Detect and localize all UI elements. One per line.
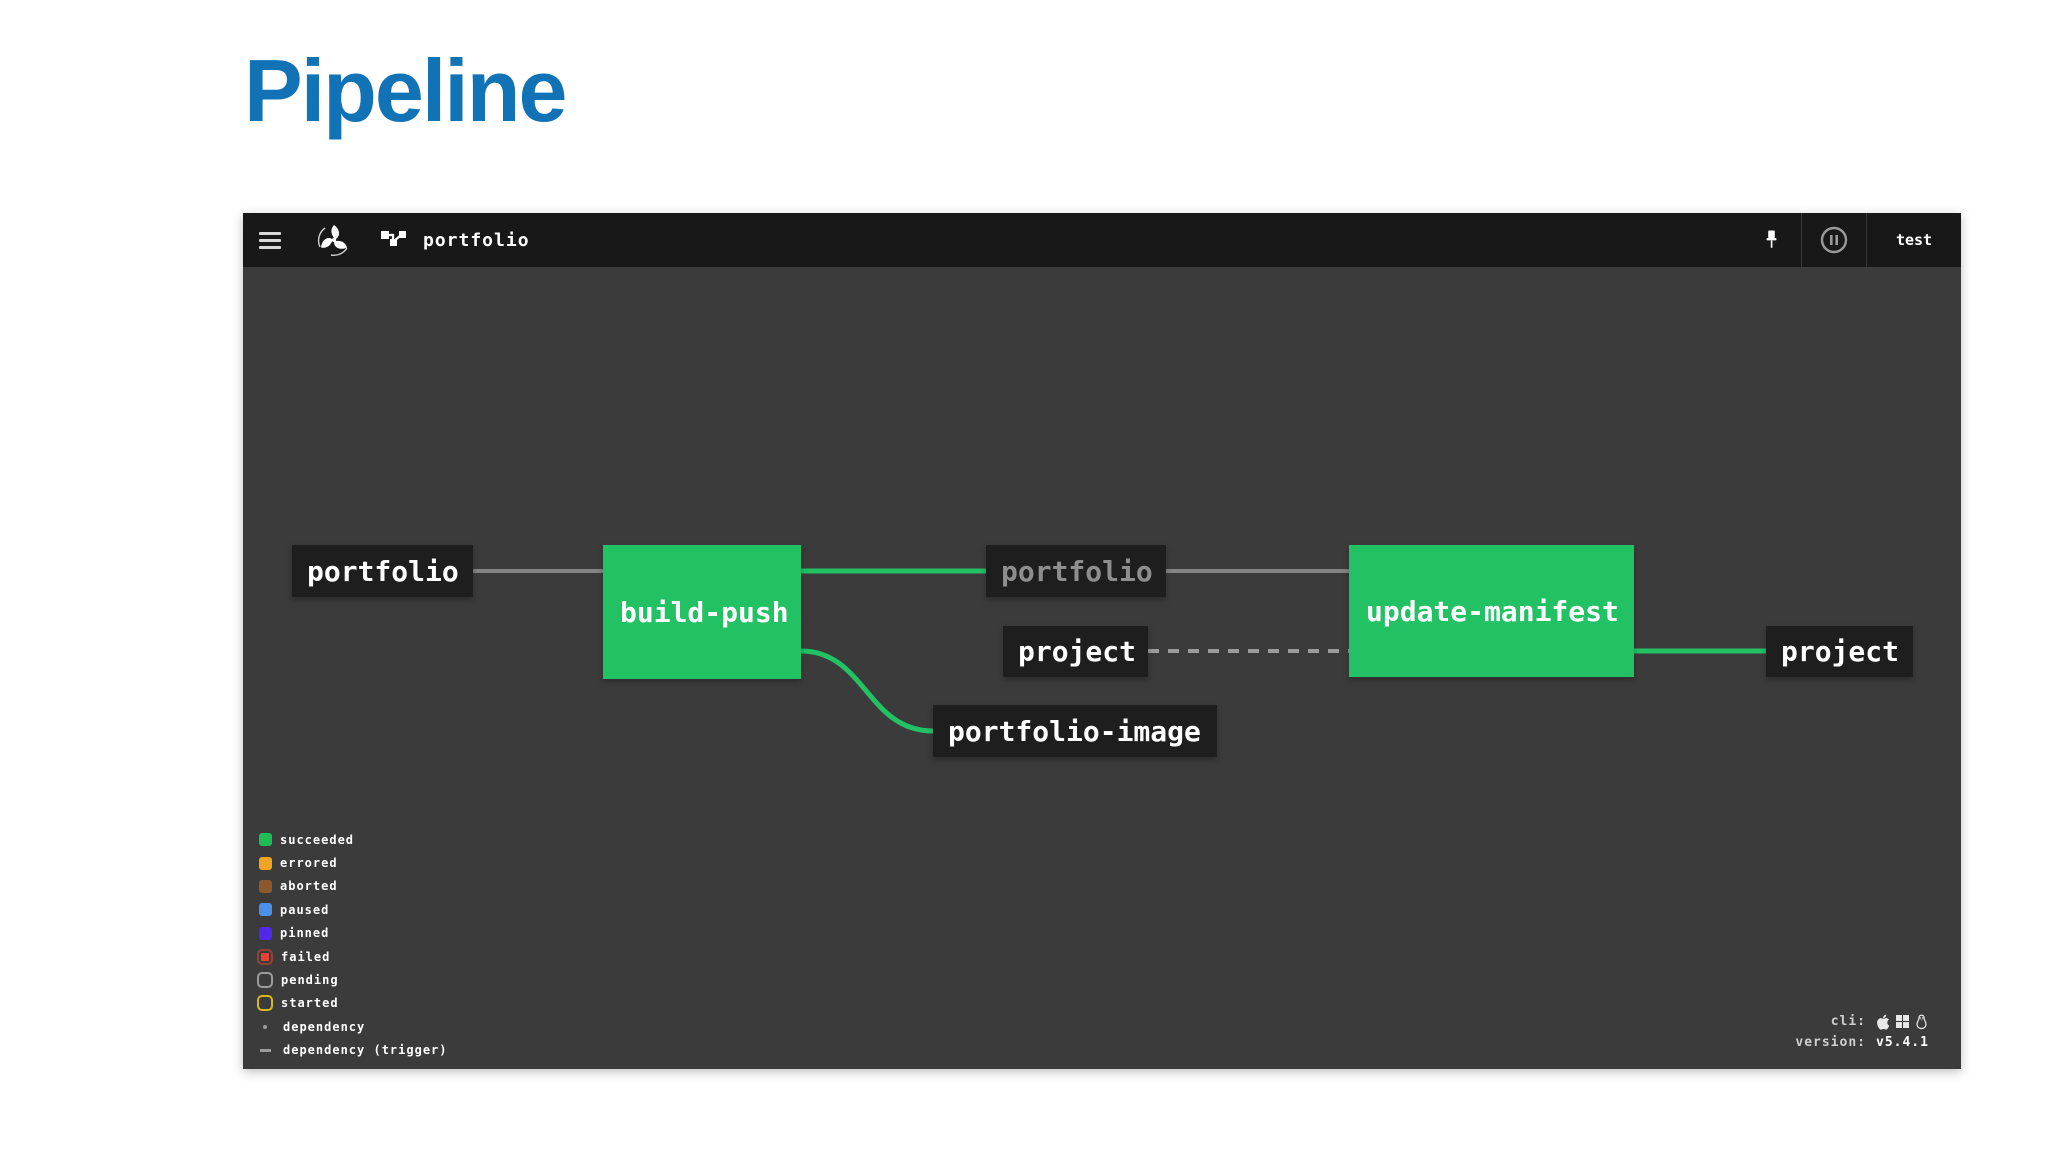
windows-icon[interactable] bbox=[1896, 1015, 1909, 1028]
node-label: build-push bbox=[620, 595, 789, 629]
legend-item: succeeded bbox=[259, 828, 448, 851]
node-project-in[interactable]: project bbox=[1003, 626, 1148, 677]
breadcrumb-pipeline-name[interactable]: portfolio bbox=[423, 229, 530, 251]
legend: succeeded errored aborted paused pinned faile… bbox=[257, 828, 448, 1062]
legend-swatch-aborted bbox=[259, 879, 272, 893]
concourse-logo-icon[interactable] bbox=[315, 221, 353, 259]
version-label: version: bbox=[1795, 1035, 1866, 1050]
legend-swatch-started bbox=[257, 995, 273, 1012]
legend-item: pending bbox=[257, 968, 448, 991]
legend-label: failed bbox=[281, 949, 331, 964]
node-portfolio-image[interactable]: portfolio-image bbox=[933, 705, 1217, 757]
edge-build-push-to-portfolio-image bbox=[800, 648, 934, 734]
legend-item: errored bbox=[259, 851, 448, 874]
legend-swatch-succeeded bbox=[259, 833, 272, 847]
legend-item: failed bbox=[257, 945, 448, 968]
user-menu[interactable]: test bbox=[1866, 213, 1961, 267]
legend-item: paused bbox=[259, 898, 448, 921]
legend-label: succeeded bbox=[280, 832, 355, 847]
apple-icon[interactable] bbox=[1876, 1014, 1890, 1030]
node-build-push[interactable]: build-push bbox=[603, 545, 801, 679]
pin-icon bbox=[1766, 230, 1776, 248]
legend-swatch-failed bbox=[257, 948, 273, 965]
legend-label: aborted bbox=[280, 879, 338, 894]
node-update-manifest[interactable]: update-manifest bbox=[1349, 545, 1634, 677]
legend-swatch-errored bbox=[259, 856, 272, 870]
node-project-out[interactable]: project bbox=[1766, 626, 1913, 677]
legend-item: dependency bbox=[259, 1015, 448, 1038]
pipeline-graph bbox=[473, 568, 1766, 734]
legend-swatch-dependency bbox=[259, 1024, 275, 1029]
node-label: update-manifest bbox=[1366, 594, 1619, 628]
hamburger-menu-icon[interactable] bbox=[259, 228, 281, 253]
node-label: portfolio bbox=[1001, 554, 1153, 588]
node-portfolio-passed[interactable]: portfolio bbox=[986, 545, 1166, 597]
node-label: portfolio-image bbox=[948, 714, 1201, 748]
legend-label: paused bbox=[280, 902, 330, 917]
legend-item: dependency (trigger) bbox=[259, 1039, 448, 1062]
legend-label: dependency bbox=[283, 1019, 366, 1034]
legend-swatch-pinned bbox=[259, 926, 272, 940]
cli-label: cli: bbox=[1830, 1014, 1866, 1029]
legend-item: started bbox=[257, 992, 448, 1015]
legend-label: pinned bbox=[280, 926, 330, 941]
pin-button[interactable] bbox=[1741, 213, 1801, 267]
pause-pipeline-button[interactable] bbox=[1801, 213, 1866, 267]
topbar: portfolio test bbox=[243, 213, 1961, 267]
user-menu-label: test bbox=[1895, 231, 1933, 249]
footer: cli: bbox=[1795, 1011, 1948, 1053]
pipeline-panel: portfolio build-push portfolio project updat… bbox=[243, 213, 1961, 1069]
legend-label: pending bbox=[281, 973, 339, 988]
legend-swatch-pending bbox=[257, 972, 273, 989]
breadcrumb-pipeline-icon bbox=[381, 230, 407, 251]
pause-icon bbox=[1820, 226, 1848, 254]
legend-label: dependency (trigger) bbox=[283, 1043, 448, 1058]
node-label: portfolio bbox=[307, 554, 459, 588]
legend-swatch-dependency-trigger- bbox=[259, 1048, 275, 1052]
legend-item: pinned bbox=[259, 922, 448, 945]
legend-label: errored bbox=[280, 856, 338, 871]
page-title: Pipeline bbox=[244, 41, 567, 140]
node-portfolio-in[interactable]: portfolio bbox=[292, 545, 473, 597]
linux-icon[interactable] bbox=[1915, 1014, 1928, 1030]
legend-item: aborted bbox=[259, 875, 448, 898]
version-value: v5.4.1 bbox=[1876, 1035, 1929, 1050]
legend-label: started bbox=[281, 996, 339, 1011]
node-label: project bbox=[1018, 635, 1137, 668]
node-label: project bbox=[1781, 635, 1900, 668]
legend-swatch-paused bbox=[259, 903, 272, 917]
